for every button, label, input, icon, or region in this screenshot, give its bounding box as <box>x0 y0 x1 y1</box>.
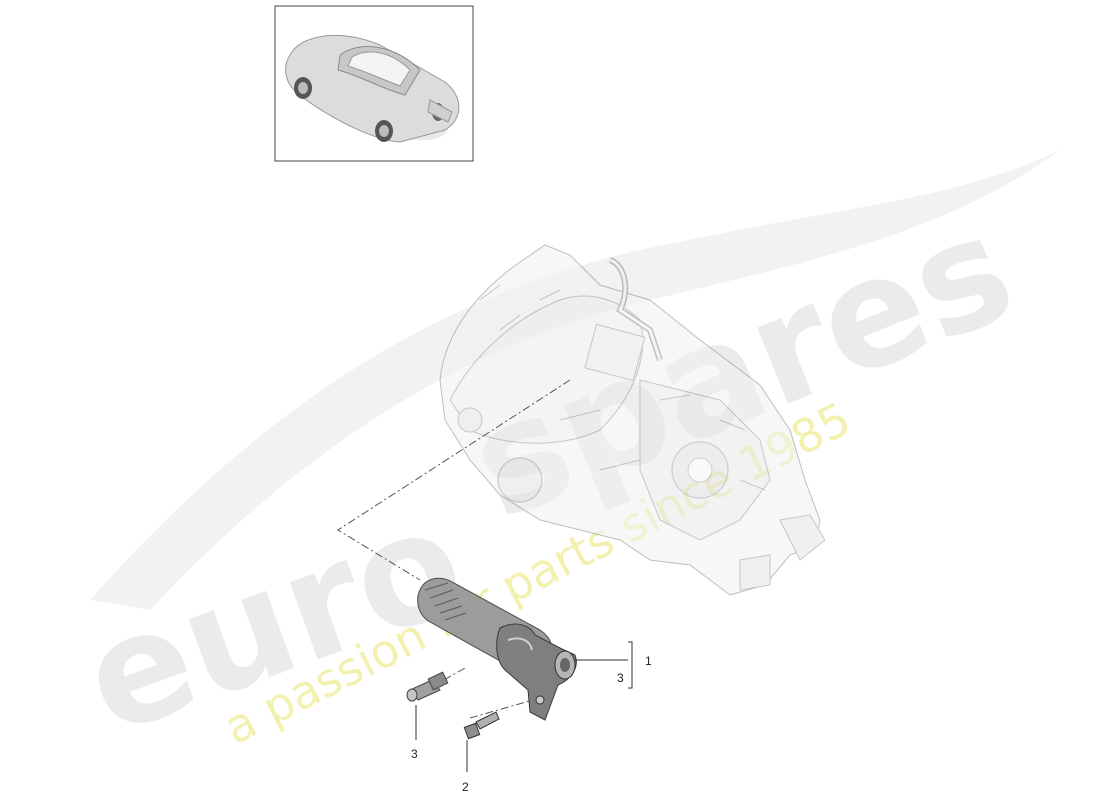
assembly-line-bolt <box>469 697 541 719</box>
mounting-bolt <box>463 711 500 740</box>
leader-lines <box>415 641 633 772</box>
clutch-slave-cylinder <box>417 577 577 721</box>
callout-bracket-3: 3 <box>617 671 624 685</box>
car-illustration <box>285 34 460 143</box>
bleeder-valve <box>406 671 449 702</box>
callout-part-2: 2 <box>462 780 469 794</box>
vehicle-thumbnail <box>274 5 474 162</box>
assembly-line <box>337 379 571 581</box>
callout-part-1: 1 <box>645 654 652 668</box>
callout-part-3: 3 <box>411 747 418 761</box>
watermark-swoosh <box>90 150 1060 610</box>
transmission-assembly <box>439 244 826 596</box>
